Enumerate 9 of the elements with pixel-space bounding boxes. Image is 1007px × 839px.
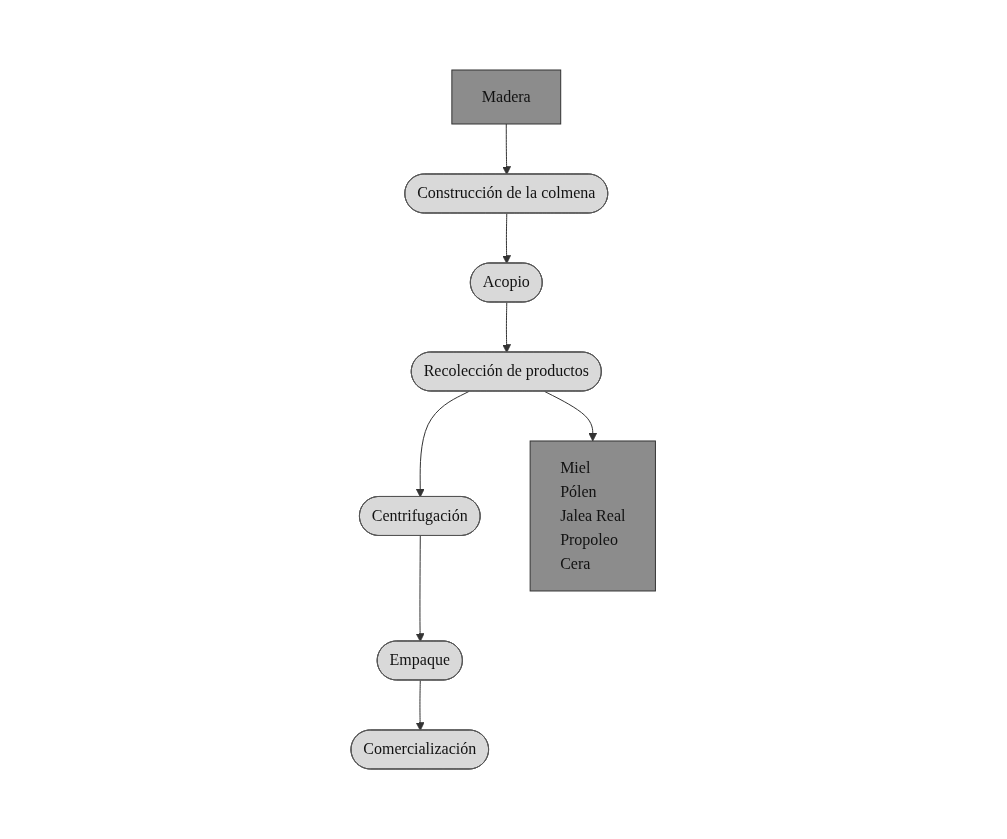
arrow bbox=[502, 302, 512, 353]
arrow bbox=[544, 391, 598, 442]
arrow bbox=[416, 535, 425, 642]
arrow bbox=[502, 123, 512, 175]
node-box: Madera bbox=[451, 69, 562, 125]
arrow bbox=[502, 213, 512, 264]
node-box: Miel Pólen Jalea Real Propoleo Cera bbox=[529, 440, 657, 592]
arrow bbox=[416, 680, 425, 731]
arrow bbox=[416, 391, 470, 498]
